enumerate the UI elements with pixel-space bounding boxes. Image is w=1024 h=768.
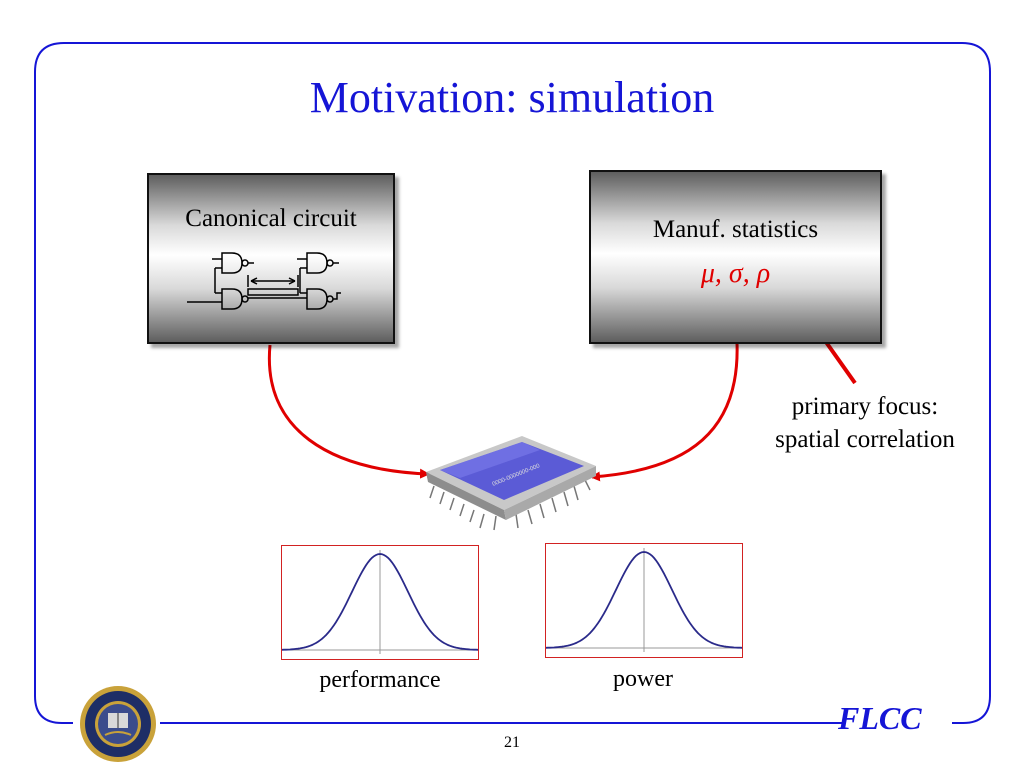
page-number: 21: [504, 734, 520, 751]
canonical-circuit-label: Canonical circuit: [185, 205, 357, 232]
power-bell-curve: [545, 551, 743, 649]
primary-focus-note: primary focus: spatial correlation: [745, 390, 985, 456]
power-label: power: [613, 666, 673, 692]
arrow-circuit-to-chip: [267, 344, 430, 479]
microchip-icon: 0000-0000000-000: [426, 436, 596, 531]
statistics-params: μ, σ, ρ: [700, 258, 771, 289]
performance-bell-curve: [281, 553, 479, 651]
university-seal-icon: [80, 686, 156, 762]
performance-label: performance: [319, 667, 441, 693]
brand-logo: FLCC: [838, 700, 922, 736]
performance-distribution-plot: [281, 545, 479, 660]
arrow-stats-to-chip: [590, 342, 739, 482]
manuf-statistics-box: Manuf. statistics μ, σ, ρ: [589, 170, 882, 344]
manuf-statistics-label: Manuf. statistics: [652, 216, 819, 243]
canonical-circuit-box: Canonical circuit: [147, 173, 395, 344]
primary-focus-line1: primary focus:: [791, 393, 939, 420]
slide-title: Motivation: simulation: [309, 73, 715, 122]
primary-focus-line2: spatial correlation: [775, 426, 955, 453]
logic-gates-icon: [187, 252, 341, 310]
power-distribution-plot: [545, 543, 743, 658]
frame-border-outer: [34, 42, 991, 724]
